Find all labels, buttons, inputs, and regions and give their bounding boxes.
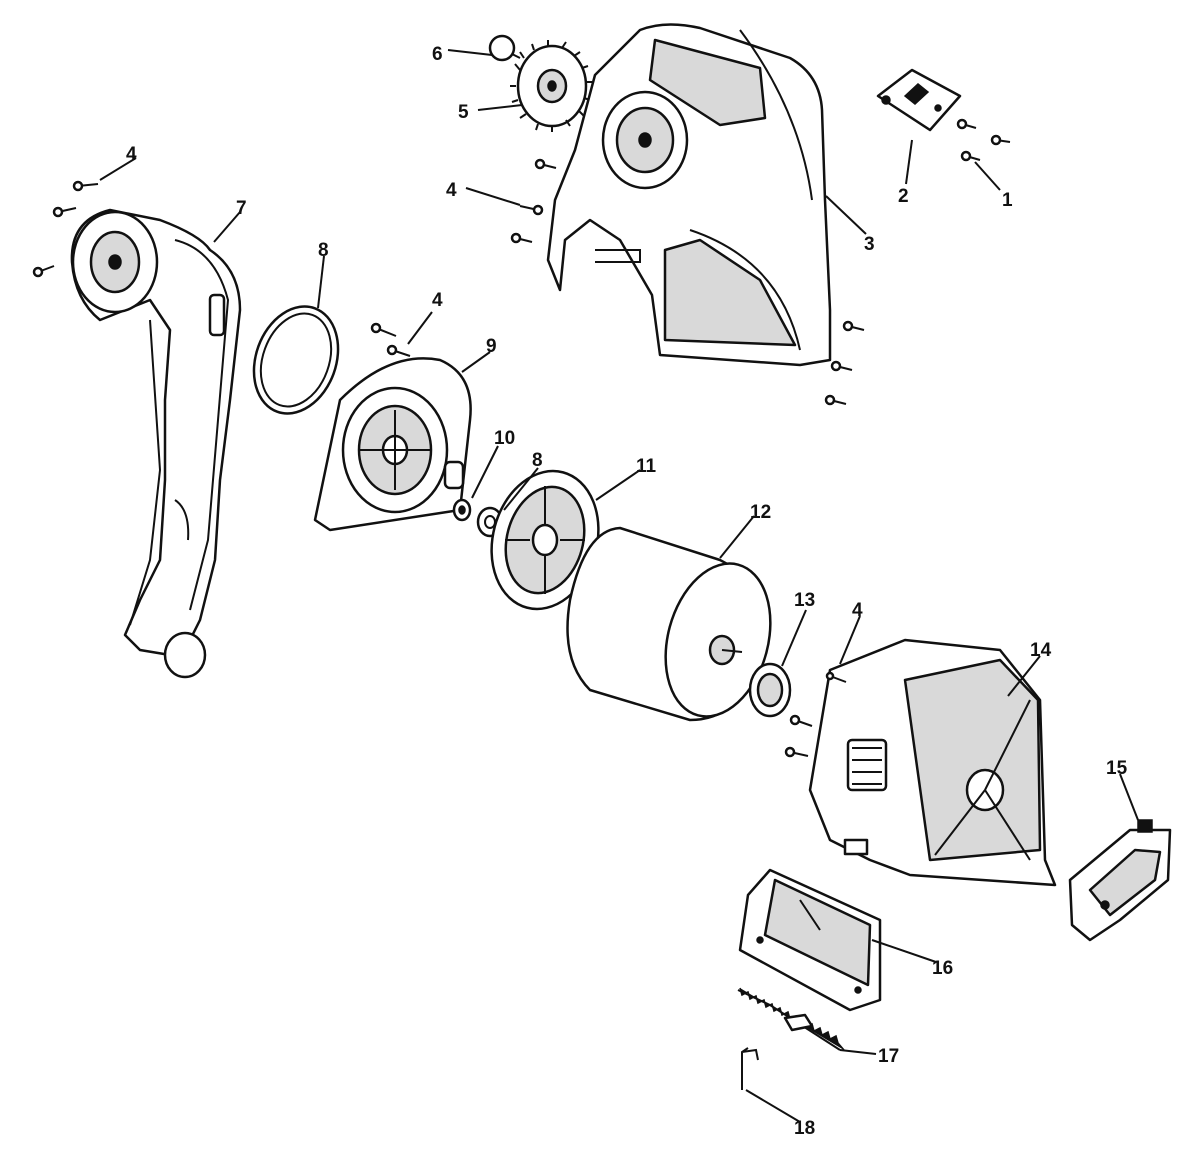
callout-4-plate: 4 (432, 290, 443, 311)
screw (370, 322, 397, 337)
callout-18: 18 (794, 1118, 815, 1139)
part-6-knob (488, 34, 521, 62)
screw (52, 206, 77, 218)
callout-13: 13 (794, 590, 815, 611)
screws-upper-group (510, 158, 865, 406)
callout-14: 14 (1030, 640, 1052, 661)
callout-9: 9 (486, 336, 497, 357)
part-3-upper-cover (546, 23, 832, 367)
callout-10: 10 (494, 428, 515, 449)
callout-16: 16 (932, 958, 953, 979)
part-11-fan-disc (490, 469, 600, 611)
callout-6: 6 (432, 44, 443, 65)
screw (72, 180, 99, 192)
screw (519, 204, 544, 216)
callout-12: 12 (750, 502, 771, 523)
callout-1: 1 (1002, 190, 1013, 211)
screw (386, 344, 411, 357)
screw (842, 320, 865, 332)
part-7-handle-arm (70, 208, 242, 679)
screw (960, 150, 981, 162)
screws-left-group (32, 180, 99, 278)
part-18-clip (741, 1047, 759, 1090)
part-17-spring-rod (737, 987, 845, 1051)
callout-2: 2 (898, 186, 909, 207)
callout-11: 11 (636, 456, 657, 477)
screw (534, 158, 557, 170)
part-14-rear-housing (784, 638, 1057, 887)
part-10-washer (452, 498, 472, 522)
callout-5: 5 (458, 102, 469, 123)
part-5-gear (510, 40, 592, 132)
callout-15: 15 (1106, 758, 1128, 779)
part-12-motor-drum (566, 526, 772, 722)
screw (789, 714, 813, 727)
screw (825, 671, 847, 683)
callout-7: 7 (236, 198, 247, 219)
part-8-gasket-ring (252, 305, 340, 415)
screw (824, 394, 847, 406)
screw (510, 232, 533, 244)
callout-17: 17 (878, 1046, 899, 1067)
callout-8-ring: 8 (318, 240, 329, 261)
part-13-bearing-ring (748, 662, 792, 718)
leader-lines (99, 49, 1139, 1123)
callout-8-washer: 8 (532, 450, 543, 471)
part-2-circuit-board (876, 68, 962, 132)
callout-4-housing: 4 (852, 600, 863, 621)
callout-3: 3 (864, 234, 875, 255)
callout-4-left: 4 (126, 144, 137, 165)
part-9-end-plate (313, 322, 472, 532)
callout-4-upper: 4 (446, 180, 457, 201)
part-15-switch-module (1068, 819, 1172, 942)
part-1-screws (956, 118, 1011, 162)
screw (956, 118, 977, 130)
screw (32, 265, 55, 278)
screw (830, 360, 853, 372)
part-16-bracket (738, 868, 882, 1012)
screw (990, 134, 1011, 146)
screw (784, 746, 809, 758)
callout-labels: 1 2 3 4 4 4 4 5 6 7 8 8 9 10 11 12 13 14… (126, 44, 1128, 1139)
